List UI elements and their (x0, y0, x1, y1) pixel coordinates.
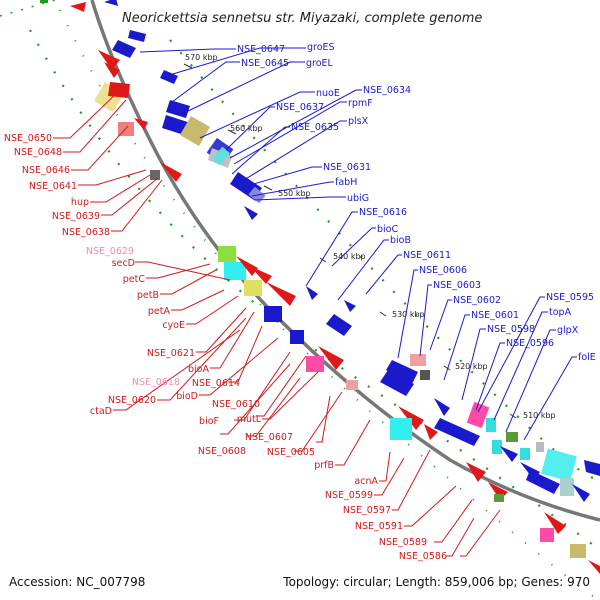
gene-label-cyoe[interactable]: cyoE (162, 320, 185, 331)
gene-label-nse-0637[interactable]: NSE_0637 (276, 102, 324, 113)
gene-label-nse-0595[interactable]: NSE_0595 (546, 292, 594, 303)
gene-label-fole[interactable]: folE (578, 352, 596, 363)
gene-label-nse-0638[interactable]: NSE_0638 (62, 227, 110, 238)
scale-ticks: 570 kbp 560 kbp 550 kbp 540 kbp 530 kbp … (183, 53, 556, 420)
forward-genes (112, 30, 600, 502)
gene-label-nse-0605[interactable]: NSE_0605 (267, 447, 315, 458)
gene-label-nse-0618[interactable]: NSE_0618 (132, 377, 180, 388)
gene-label-nse-0606[interactable]: NSE_0606 (419, 265, 467, 276)
gene-label-nse-0646[interactable]: NSE_0646 (22, 165, 70, 176)
gene-label-nse-0645[interactable]: NSE_0645 (241, 58, 289, 69)
gene-label-groes[interactable]: groES (307, 42, 335, 53)
gene-label-mutl[interactable]: mutL (237, 414, 262, 425)
gene-label-nse-0631[interactable]: NSE_0631 (323, 162, 371, 173)
gene-label-prfb[interactable]: prfB (314, 460, 334, 471)
gene-label-nse-0589[interactable]: NSE_0589 (379, 537, 427, 548)
reverse-gene-labels: NSE_0650 NSE_0648 NSE_0646 NSE_0641 hup … (4, 133, 447, 562)
reverse-genes (93, 50, 600, 574)
reverse-leader-lines (53, 89, 501, 557)
gene-label-nse-0610[interactable]: NSE_0610 (212, 399, 260, 410)
gene-label-nse-0634[interactable]: NSE_0634 (363, 85, 411, 96)
scale-tick-530: 530 kbp (392, 310, 425, 319)
accession-text: Accession: NC_007798 (9, 575, 145, 589)
map-title: Neorickettsia sennetsu str. Miyazaki, co… (122, 11, 482, 26)
gene-label-petc[interactable]: petC (123, 274, 146, 285)
gene-label-nse-0597[interactable]: NSE_0597 (343, 505, 391, 516)
gene-label-nse-0650[interactable]: NSE_0650 (4, 133, 52, 144)
gene-label-hup[interactable]: hup (71, 197, 89, 208)
gene-label-nse-0639[interactable]: NSE_0639 (52, 211, 100, 222)
corner-decoration (0, 0, 118, 17)
gene-label-nse-0591[interactable]: NSE_0591 (355, 521, 403, 532)
gene-label-nse-0599[interactable]: NSE_0599 (325, 490, 373, 501)
gene-label-biof[interactable]: bioF (199, 416, 219, 427)
gene-label-peta[interactable]: petA (148, 306, 171, 317)
gene-label-nse-0586[interactable]: NSE_0586 (399, 551, 447, 562)
gene-label-nse-0648[interactable]: NSE_0648 (14, 147, 62, 158)
gene-label-nse-0596[interactable]: NSE_0596 (506, 338, 554, 349)
gene-label-petb[interactable]: petB (137, 290, 159, 301)
scale-tick-560: 560 kbp (230, 124, 263, 133)
gene-label-secd[interactable]: secD (112, 258, 135, 269)
gene-label-nse-0603[interactable]: NSE_0603 (433, 280, 481, 291)
scale-tick-520: 520 kbp (455, 362, 488, 371)
gene-label-biob[interactable]: bioB (390, 235, 411, 246)
gene-label-ubig[interactable]: ubiG (347, 193, 369, 204)
gene-label-nse-0620[interactable]: NSE_0620 (108, 395, 156, 406)
gene-label-ctad[interactable]: ctaD (90, 406, 112, 417)
gene-label-nse-0641[interactable]: NSE_0641 (29, 181, 77, 192)
scale-tick-510: 510 kbp (523, 411, 556, 420)
scale-tick-550: 550 kbp (278, 189, 311, 198)
gene-label-biod[interactable]: bioD (176, 391, 198, 402)
gene-label-acna[interactable]: acnA (354, 476, 378, 487)
gene-label-topa[interactable]: topA (549, 307, 572, 318)
gene-label-fabh[interactable]: fabH (335, 177, 357, 188)
gene-label-nse-0616[interactable]: NSE_0616 (359, 207, 407, 218)
gc-track-far (59, 9, 600, 600)
gene-label-nse-0614[interactable]: NSE_0614 (192, 378, 240, 389)
gene-label-nse-0602[interactable]: NSE_0602 (453, 295, 501, 306)
gc-track-inner (169, 39, 600, 480)
gene-label-groel[interactable]: groEL (306, 58, 334, 69)
forward-leader-lines (139, 47, 577, 441)
gene-label-bioa[interactable]: bioA (188, 364, 209, 375)
scale-tick-540: 540 kbp (333, 252, 366, 261)
gene-label-nse-0611[interactable]: NSE_0611 (403, 250, 451, 261)
gene-label-plsx[interactable]: plsX (348, 116, 369, 127)
gene-label-nse-0607[interactable]: NSE_0607 (245, 432, 293, 443)
forward-gene-labels: NSE_0647 groES NSE_0645 groEL nuoE NSE_0… (237, 42, 596, 363)
gene-label-glpx[interactable]: glpX (557, 325, 579, 336)
gene-label-nse-0635[interactable]: NSE_0635 (291, 122, 339, 133)
gene-label-nse-0601[interactable]: NSE_0601 (471, 310, 519, 321)
scale-tick-570: 570 kbp (185, 53, 218, 62)
gene-label-nse-0621[interactable]: NSE_0621 (147, 348, 195, 359)
gene-label-nse-0629[interactable]: NSE_0629 (86, 246, 134, 257)
gene-label-nse-0608[interactable]: NSE_0608 (198, 446, 246, 457)
gene-label-nse-0647[interactable]: NSE_0647 (237, 44, 285, 55)
gene-label-rpmf[interactable]: rpmF (348, 98, 373, 109)
genome-summary-text: Topology: circular; Length: 859,006 bp; … (282, 575, 590, 589)
gene-label-nse-0598[interactable]: NSE_0598 (487, 324, 535, 335)
gene-label-nuoe[interactable]: nuoE (316, 88, 340, 99)
gene-label-bioc[interactable]: bioC (377, 224, 398, 235)
